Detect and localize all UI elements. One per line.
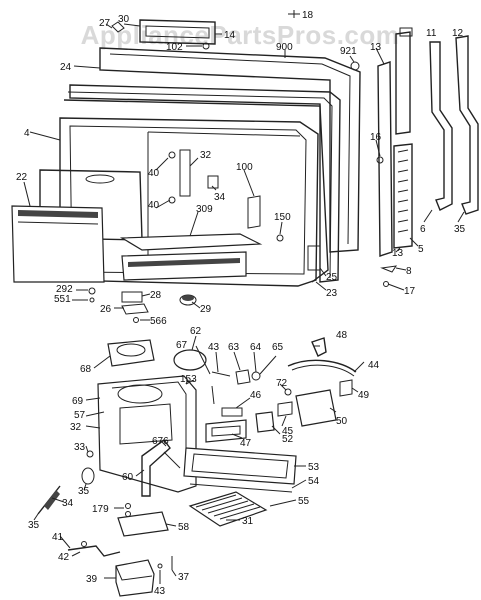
label-50: 50	[336, 416, 348, 427]
label-12: 12	[452, 28, 464, 39]
label-43-upper: 43	[208, 342, 220, 353]
label-33: 33	[74, 442, 86, 453]
label-44: 44	[368, 360, 380, 371]
label-551: 551	[54, 294, 71, 305]
label-28: 28	[150, 290, 162, 301]
label-34-upper: 34	[214, 192, 226, 203]
label-54: 54	[308, 476, 320, 487]
label-150: 150	[274, 212, 291, 223]
label-100: 100	[236, 162, 253, 173]
label-35-lower: 35	[78, 486, 90, 497]
label-34-lower: 34	[62, 498, 74, 509]
label-30: 30	[118, 14, 130, 25]
label-13-upper: 13	[370, 42, 382, 53]
label-102: 102	[166, 42, 183, 53]
label-18: 18	[302, 10, 314, 21]
label-53: 53	[308, 462, 320, 473]
label-46: 46	[250, 390, 262, 401]
label-32-lower: 32	[70, 422, 82, 433]
label-67: 67	[176, 340, 188, 351]
label-309: 309	[196, 204, 213, 215]
label-22: 22	[16, 172, 28, 183]
label-292: 292	[56, 284, 73, 295]
callout-labels: 27 30 102 14 900 921 18 13 11 12 24 4 16…	[16, 10, 466, 597]
label-8: 8	[406, 266, 412, 277]
label-52: 52	[282, 434, 294, 445]
label-29: 29	[200, 304, 212, 315]
label-179: 179	[92, 504, 109, 515]
label-64: 64	[250, 342, 262, 353]
door-liner-assembly	[11, 10, 479, 323]
label-676: 676	[152, 436, 169, 447]
label-4: 4	[24, 128, 30, 139]
label-43-lower: 43	[154, 586, 166, 597]
label-31: 31	[242, 516, 254, 527]
label-13-lower: 13	[392, 248, 404, 259]
label-14: 14	[224, 30, 236, 41]
label-58: 58	[178, 522, 190, 533]
label-55: 55	[298, 496, 310, 507]
label-68: 68	[80, 364, 92, 375]
label-153: 153	[180, 374, 197, 385]
label-32-upper: 32	[200, 150, 212, 161]
label-72: 72	[276, 378, 288, 389]
label-63: 63	[228, 342, 240, 353]
label-42: 42	[58, 552, 70, 563]
label-47: 47	[240, 438, 252, 449]
label-900: 900	[276, 42, 293, 53]
label-23: 23	[326, 288, 338, 299]
label-62: 62	[190, 326, 202, 337]
label-69: 69	[72, 396, 84, 407]
label-24: 24	[60, 62, 72, 73]
leader-lines	[23, 23, 465, 584]
label-60: 60	[122, 472, 134, 483]
dispenser-assembly	[37, 337, 357, 597]
label-16: 16	[370, 132, 382, 143]
label-39: 39	[86, 574, 98, 585]
label-65: 65	[272, 342, 284, 353]
label-5: 5	[418, 244, 424, 255]
label-37: 37	[178, 572, 190, 583]
label-40-upper: 40	[148, 168, 160, 179]
label-26: 26	[100, 304, 112, 315]
label-41: 41	[52, 532, 64, 543]
label-11: 11	[426, 28, 437, 39]
label-48: 48	[336, 330, 348, 341]
label-27: 27	[99, 18, 111, 29]
label-57: 57	[74, 410, 86, 421]
label-566: 566	[150, 316, 167, 327]
label-49: 49	[358, 390, 370, 401]
label-40-lower: 40	[148, 200, 160, 211]
label-45: 45	[282, 426, 294, 437]
label-17: 17	[404, 286, 416, 297]
label-921: 921	[340, 46, 357, 57]
label-25: 25	[326, 272, 338, 283]
label-6: 6	[420, 224, 426, 235]
label-35-rod: 35	[28, 520, 40, 531]
label-35-hinge: 35	[454, 224, 466, 235]
